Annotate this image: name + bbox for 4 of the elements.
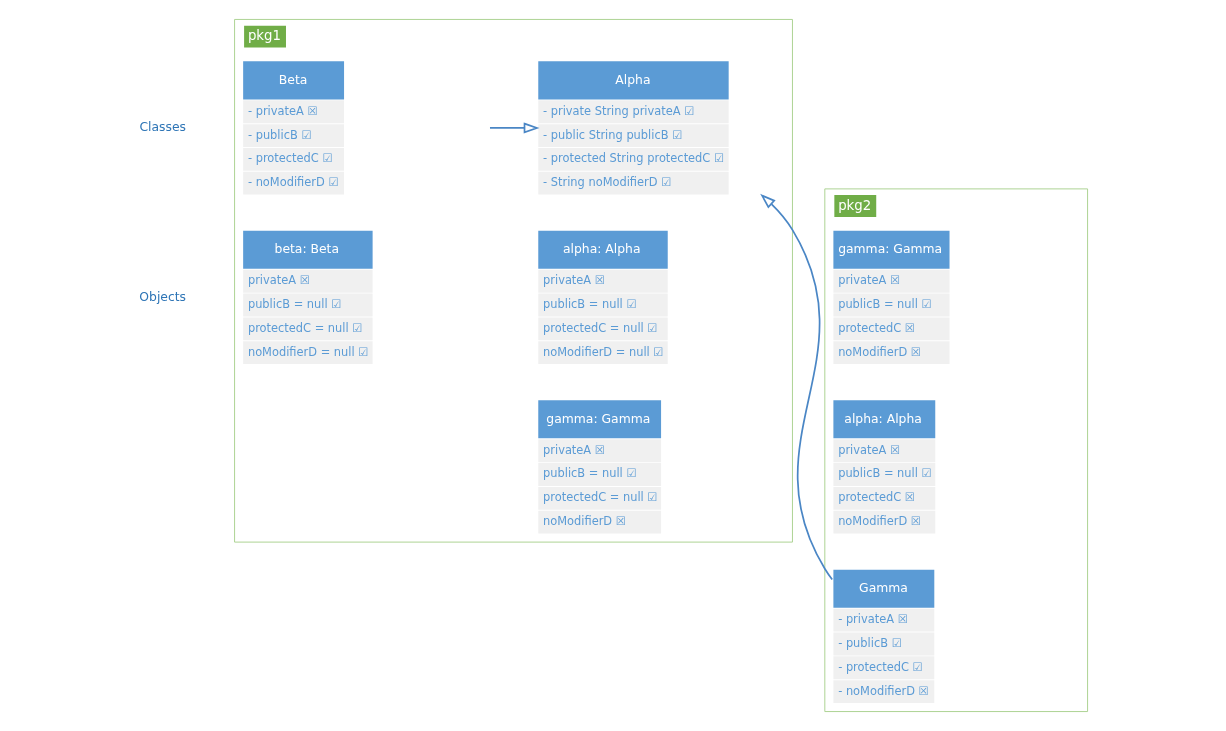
label: Objects [139,289,187,304]
arrow [760,193,834,581]
label: Classes [139,120,186,135]
arrow [489,122,540,134]
